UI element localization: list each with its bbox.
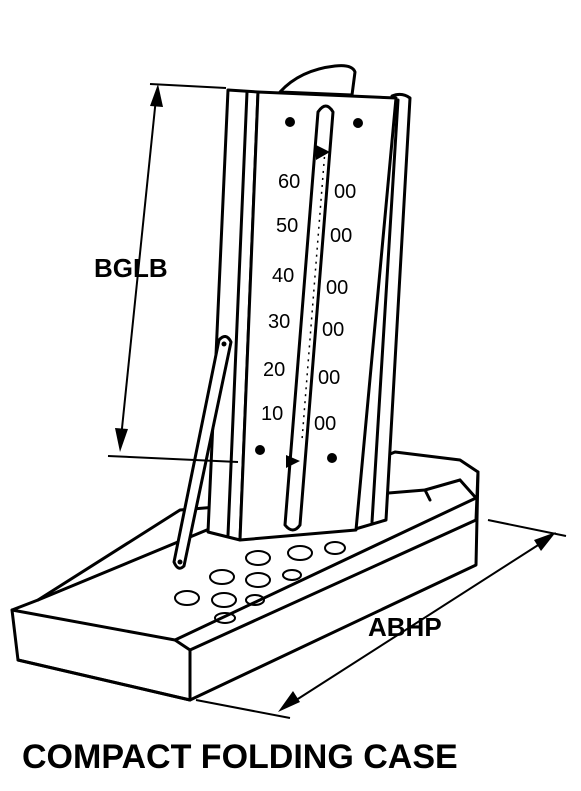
scale-left: 60 50 40 30 20 10 <box>261 171 300 425</box>
length-dimension: ABHP <box>195 519 567 719</box>
scale-left-10: 10 <box>261 403 283 425</box>
scale-left-60: 60 <box>278 171 300 193</box>
scale-right-20: 00 <box>318 367 340 389</box>
scale-left-40: 40 <box>272 265 294 287</box>
tray-holes <box>174 541 346 624</box>
scale-right-30: 00 <box>322 319 344 341</box>
support-rod <box>172 335 233 570</box>
scale-left-30: 30 <box>268 311 290 333</box>
height-label: BGLB <box>94 253 168 283</box>
scale-right-40: 00 <box>326 277 348 299</box>
length-label: ABHP <box>368 612 442 642</box>
thermometer-panel <box>206 64 412 542</box>
scale-left-20: 20 <box>263 359 285 381</box>
scale-right: 00 00 00 00 00 00 <box>314 181 356 435</box>
scale-right-50: 00 <box>330 225 352 247</box>
scale-left-50: 50 <box>276 215 298 237</box>
scale-right-10: 00 <box>314 413 336 435</box>
height-dimension: BGLB <box>94 83 239 463</box>
scale-right-60: 00 <box>334 181 356 203</box>
caption: COMPACT FOLDING CASE <box>22 738 458 776</box>
